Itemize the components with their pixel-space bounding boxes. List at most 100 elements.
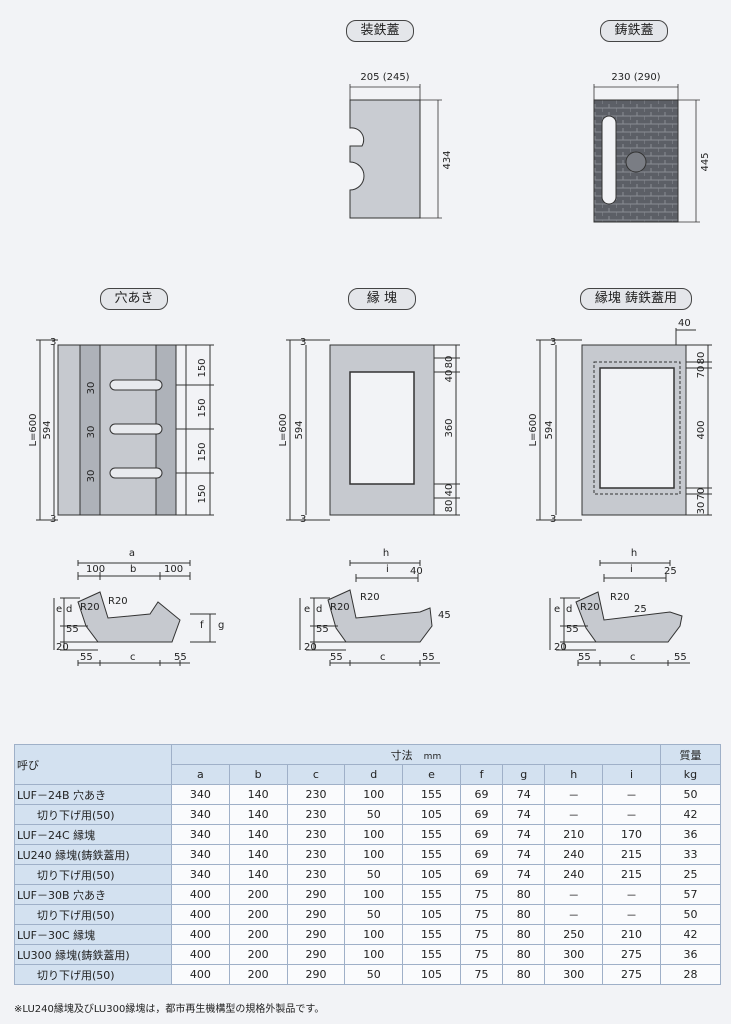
table-cell: 400 bbox=[171, 904, 230, 925]
row-name: LU240 縁塊(鋳鉄蓋用) bbox=[14, 844, 172, 865]
table-cell: 105 bbox=[402, 864, 461, 885]
table-cell: 200 bbox=[228, 904, 288, 925]
cast-width-label: 230 (290) bbox=[611, 72, 660, 83]
hole-30-2: 30 bbox=[86, 426, 97, 439]
table-cell: 340 bbox=[171, 784, 230, 805]
edge-594-label: 594 bbox=[294, 420, 305, 439]
table-cell: 290 bbox=[286, 964, 346, 985]
table-cell: 50 bbox=[344, 864, 404, 885]
table-cell: 275 bbox=[602, 964, 661, 985]
table-cell: 33 bbox=[659, 844, 722, 865]
cast-3-top: 3 bbox=[550, 337, 556, 348]
sec2-45: 45 bbox=[438, 610, 451, 621]
sec1-55-left: 55 bbox=[80, 652, 93, 663]
header-name: 呼び bbox=[14, 744, 172, 785]
row-name: LUF－24B 穴あき bbox=[14, 784, 172, 805]
table-cell: 200 bbox=[228, 964, 288, 985]
table-cell: － bbox=[602, 784, 661, 805]
table-cell: 400 bbox=[171, 944, 230, 965]
table-cell: 240 bbox=[544, 844, 604, 865]
sec3-h: h bbox=[631, 548, 637, 559]
table-cell: 25 bbox=[659, 864, 722, 885]
sec1-55-right: 55 bbox=[174, 652, 187, 663]
sec2-r20-a: R20 bbox=[330, 602, 350, 613]
table-cell: 155 bbox=[402, 844, 461, 865]
table-cell: 105 bbox=[402, 904, 461, 925]
table-cell: 36 bbox=[659, 824, 722, 845]
cast-70-top: 70 bbox=[696, 366, 707, 379]
edge-3-bottom: 3 bbox=[300, 514, 306, 525]
table-cell: 230 bbox=[286, 804, 346, 825]
sec1-100-left: 100 bbox=[86, 564, 105, 575]
table-cell: 155 bbox=[402, 884, 461, 905]
sec2-i: i bbox=[386, 564, 389, 575]
table-cell: 75 bbox=[459, 904, 504, 925]
table-cell: 69 bbox=[459, 784, 504, 805]
row-name: 切り下げ用(50) bbox=[14, 804, 172, 825]
table-cell: 300 bbox=[544, 964, 604, 985]
row-name: LUF－24C 縁塊 bbox=[14, 824, 172, 845]
col-h: h bbox=[544, 764, 604, 785]
label-edge-cast-block: 縁塊 鋳鉄蓋用 bbox=[580, 288, 692, 310]
table-cell: 28 bbox=[659, 964, 722, 985]
sec1-b: b bbox=[130, 564, 136, 575]
hole-30-1: 30 bbox=[86, 382, 97, 395]
sec2-d: d bbox=[316, 604, 322, 615]
table-cell: 50 bbox=[344, 964, 404, 985]
table-cell: 200 bbox=[228, 944, 288, 965]
hole-150-2: 150 bbox=[197, 398, 208, 417]
sec3-r20-b: R20 bbox=[610, 592, 630, 603]
sec3-i: i bbox=[630, 564, 633, 575]
table-cell: 105 bbox=[402, 964, 461, 985]
cast-70-bottom: 70 bbox=[696, 488, 707, 501]
table-cell: 300 bbox=[544, 944, 604, 965]
table-cell: 105 bbox=[402, 804, 461, 825]
table-cell: 230 bbox=[286, 824, 346, 845]
col-d: d bbox=[344, 764, 404, 785]
table-cell: 75 bbox=[459, 884, 504, 905]
table-cell: 140 bbox=[228, 864, 288, 885]
sec3-55-right: 55 bbox=[674, 652, 687, 663]
table-cell: 340 bbox=[171, 804, 230, 825]
table-cell: 75 bbox=[459, 924, 504, 945]
table-cell: － bbox=[602, 884, 661, 905]
table-cell: 140 bbox=[228, 804, 288, 825]
section-hole bbox=[53, 560, 216, 666]
table-cell: 200 bbox=[228, 924, 288, 945]
table-cell: 240 bbox=[544, 864, 604, 885]
spec-table: 呼び 寸法 mm 質量 a b c d e f g h i kg LUF－24B… bbox=[14, 744, 722, 985]
sec1-f: f bbox=[200, 620, 204, 631]
edge-3-top: 3 bbox=[300, 337, 306, 348]
row-name: LUF－30B 穴あき bbox=[14, 884, 172, 905]
sec1-r20-a: R20 bbox=[80, 602, 100, 613]
sec2-55-right: 55 bbox=[422, 652, 435, 663]
cast-80-top: 80 bbox=[696, 352, 707, 365]
table-cell: 400 bbox=[171, 884, 230, 905]
header-size: 寸法 mm bbox=[171, 744, 661, 765]
sec3-d: d bbox=[566, 604, 572, 615]
table-cell: 100 bbox=[344, 944, 404, 965]
sec3-c: c bbox=[630, 652, 636, 663]
table-cell: 340 bbox=[171, 844, 230, 865]
sec3-25-b: 25 bbox=[634, 604, 647, 615]
table-cell: 42 bbox=[659, 924, 722, 945]
edge-length-label: L=600 bbox=[278, 413, 289, 446]
sec3-55-v: 55 bbox=[566, 624, 579, 635]
table-cell: 275 bbox=[602, 944, 661, 965]
col-i: i bbox=[602, 764, 661, 785]
sec2-20: 20 bbox=[304, 642, 317, 653]
table-cell: 140 bbox=[228, 844, 288, 865]
sec1-g: g bbox=[218, 620, 224, 631]
sec1-a: a bbox=[129, 548, 135, 559]
cast-400: 400 bbox=[696, 420, 707, 439]
hole-length-label: L=600 bbox=[28, 413, 39, 446]
sec1-20: 20 bbox=[56, 642, 69, 653]
sec3-e: e bbox=[554, 604, 560, 615]
header-mass: 質量 bbox=[659, 744, 722, 765]
table-cell: － bbox=[544, 904, 604, 925]
table-cell: 74 bbox=[502, 784, 546, 805]
sec1-100-right: 100 bbox=[164, 564, 183, 575]
